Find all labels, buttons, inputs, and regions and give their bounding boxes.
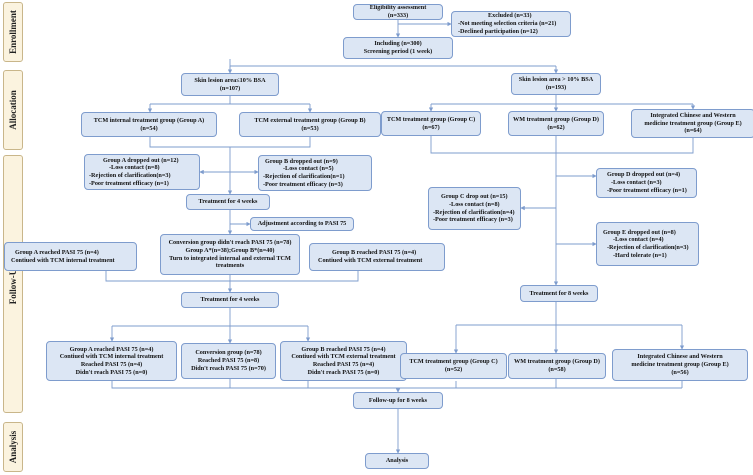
group-d-final-box: WM treatment group (Group D)(n=58) [508, 353, 606, 379]
group-d-box: WM treatment group (Group D)(n=62) [508, 111, 604, 136]
group-c-final-box: TCM treatment group (Group C)(n=52) [400, 353, 507, 379]
excluded-box: Excluded (n=33)-Not meeting selection cr… [451, 11, 571, 37]
group-a-dropout-box: Group A dropped out (n=12)-Loss contact … [84, 154, 200, 190]
group-e-dropout-box: Group E dropped out (n=8)-Loss contact (… [596, 222, 699, 266]
group-a-box: TCM internal treatment group (Group A)(n… [81, 112, 217, 137]
group-b-box: TCM external treatment group (Group B)(n… [239, 112, 381, 137]
analysis-box: Analysis [365, 453, 429, 469]
lesion-large-box: Skin lesion area > 10% BSA(n=193) [511, 73, 601, 95]
treatment-8-weeks-box: Treatment for 8 weeks [520, 285, 598, 302]
conversion-group-box: Conversion group didn't reach PASI 75 (n… [160, 234, 300, 275]
lesion-small-box: Skin lesion area≤10% BSA(n=107) [181, 73, 279, 96]
group-c-dropout-box: Group C drop out (n=15)-Loss contact (n=… [428, 187, 521, 230]
group-c-box: TCM treatment group (Group C)(n=67) [381, 111, 481, 136]
including-box: Including (n=300)Screening period (1 wee… [343, 37, 453, 59]
treatment-4-weeks-box-2: Treatment for 4 weeks [181, 292, 279, 308]
adjustment-box: Adjustment according to PASI 75 [250, 217, 354, 231]
group-a-reached-box-1: Group A reached PASI 75 (n=4)Contiued wi… [4, 242, 137, 271]
group-b-reached-box-1: Group B reached PASI 75 (n=4)Contiued wi… [309, 243, 445, 271]
group-d-dropout-box: Group D dropped out (n=4)-Loss contact (… [596, 168, 697, 198]
conversion-final-box: Conversion group (n=78)Reached PASI 75 (… [181, 343, 276, 379]
phase-enrollment: Enrollment [3, 2, 23, 62]
treatment-4-weeks-box-1: Treatment for 4 weeks [186, 194, 270, 210]
phase-follow-up: Follow-Up [3, 155, 23, 413]
eligibility-box: Eligibility assessment(n=333) [353, 4, 443, 20]
phase-analysis: Analysis [3, 422, 23, 472]
group-a-final-box: Group A reached PASI 75 (n=4)Contiued wi… [46, 341, 177, 381]
group-b-final-box: Group B reached PASI 75 (n=4)Contiued wi… [280, 341, 407, 381]
group-b-dropout-box: Group B dropped out (n=9)-Loss contact (… [258, 155, 372, 191]
follow-up-box: Follow-up for 8 weeks [353, 392, 443, 409]
phase-allocation: Allocation [3, 70, 23, 150]
